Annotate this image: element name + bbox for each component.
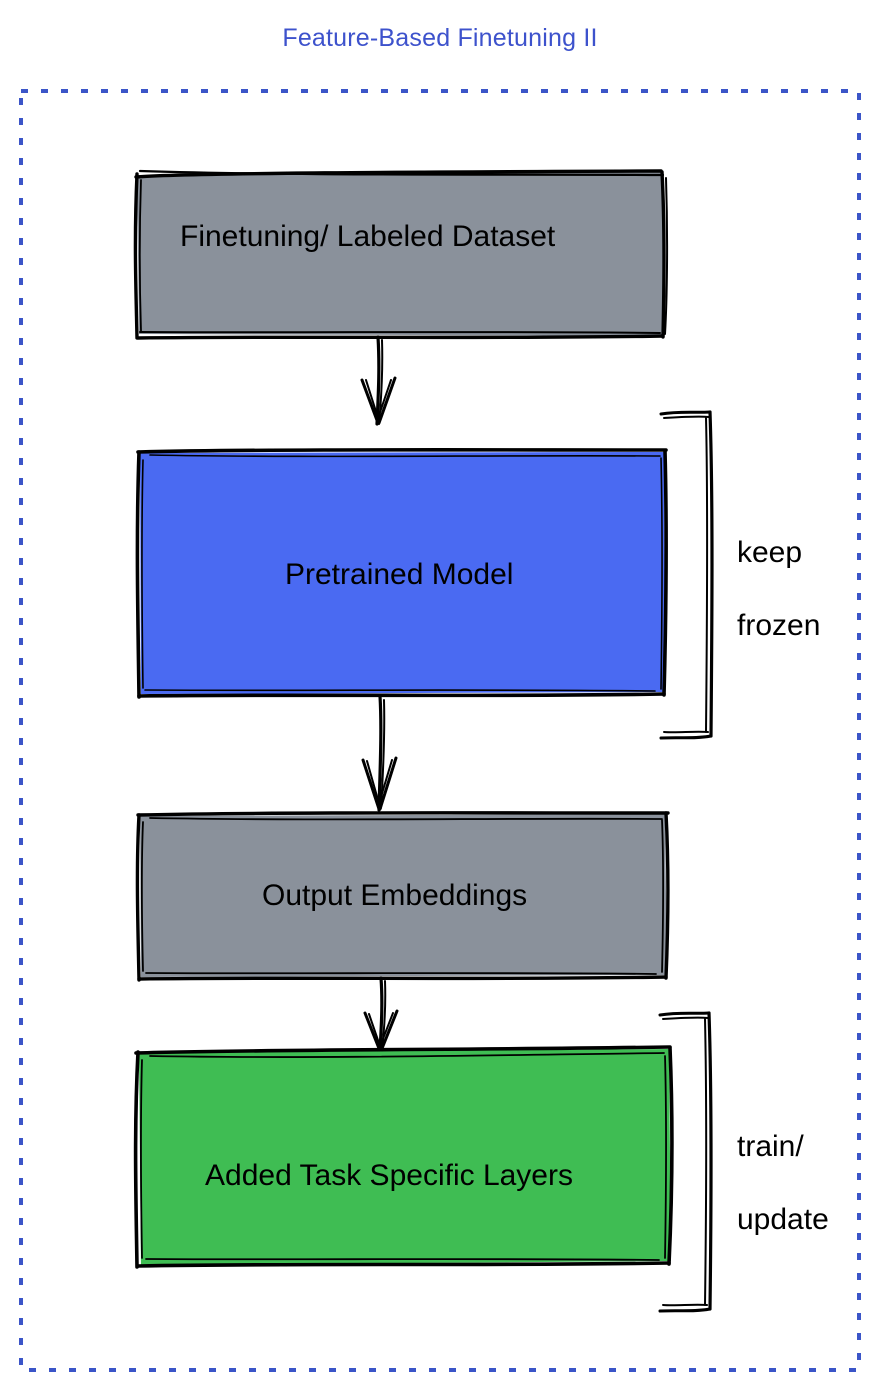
node-added-task-specific-layers[interactable]	[133, 1045, 674, 1269]
node-edge-bottom	[137, 975, 668, 981]
node-fill	[137, 172, 664, 336]
node-finetuning-dataset[interactable]	[133, 169, 669, 340]
node-edge-right	[660, 170, 666, 339]
node-label-output-embeddings: Output Embeddings	[262, 879, 528, 912]
node-label-pretrained-model: Pretrained Model	[285, 558, 514, 591]
node-fill	[140, 814, 667, 977]
node-edge-top	[134, 1045, 672, 1055]
node-edge-top	[136, 448, 668, 454]
node-edge-left	[133, 1050, 140, 1269]
node-edge-right2	[664, 177, 669, 335]
node-pretrained-model[interactable]	[135, 448, 668, 699]
page-title: Feature-Based Finetuning II	[282, 24, 598, 52]
edge-embeddings-to-layers	[363, 976, 399, 1054]
bracket-label-train-update: train/ update	[737, 1092, 829, 1275]
bracket-label-train-update-line2: update	[737, 1202, 829, 1236]
node-edge-right	[662, 449, 668, 697]
node-edge-top2	[138, 169, 665, 177]
node-fill	[139, 1049, 671, 1265]
node-edge-bottom	[136, 334, 665, 340]
node-edge-right2	[660, 457, 663, 690]
node-edge-bottom2	[145, 972, 657, 975]
node-edge-right	[664, 811, 670, 980]
node-edge-left2	[139, 1059, 143, 1259]
bracket-train-update	[658, 1011, 713, 1313]
node-label-finetuning-dataset: Finetuning/ Labeled Dataset	[180, 220, 556, 253]
node-edge-top2	[149, 817, 663, 821]
edge-model-to-embeddings	[361, 694, 398, 812]
node-edge-top2	[149, 1052, 665, 1058]
node-label-added-task-specific-layers: Added Task Specific Layers	[205, 1159, 573, 1192]
bracket-label-train-update-line1: train/	[737, 1129, 804, 1163]
node-edge-left	[135, 813, 141, 982]
node-edge-left	[133, 172, 139, 340]
node-edge-right2	[661, 819, 665, 973]
node-edge-top2	[149, 454, 661, 458]
node-edge-bottom2	[139, 331, 661, 334]
node-fill	[140, 452, 665, 694]
node-edge-right2	[664, 1055, 668, 1259]
node-edge-left2	[140, 821, 144, 972]
node-edge-bottom	[136, 1261, 671, 1268]
bracket-label-keep-frozen-line1: keep	[737, 535, 803, 569]
bracket-label-keep-frozen: keep frozen	[737, 498, 820, 681]
node-edge-right	[667, 1046, 674, 1266]
node-edge-top	[136, 811, 670, 817]
node-edge-top	[134, 169, 663, 179]
node-edge-bottom2	[145, 1258, 660, 1261]
bracket-keep-frozen	[659, 410, 714, 740]
arrowhead-right	[377, 376, 397, 425]
arrowhead-left	[360, 378, 380, 425]
node-output-embeddings[interactable]	[135, 811, 670, 982]
node-edge-bottom	[137, 692, 666, 698]
edge-dataset-to-model	[360, 335, 397, 426]
node-edge-left2	[138, 179, 142, 332]
node-edge-left2	[141, 459, 144, 689]
node-edge-bottom2	[144, 689, 656, 692]
bracket-label-keep-frozen-line2: frozen	[737, 608, 821, 642]
node-edge-left	[135, 450, 141, 699]
